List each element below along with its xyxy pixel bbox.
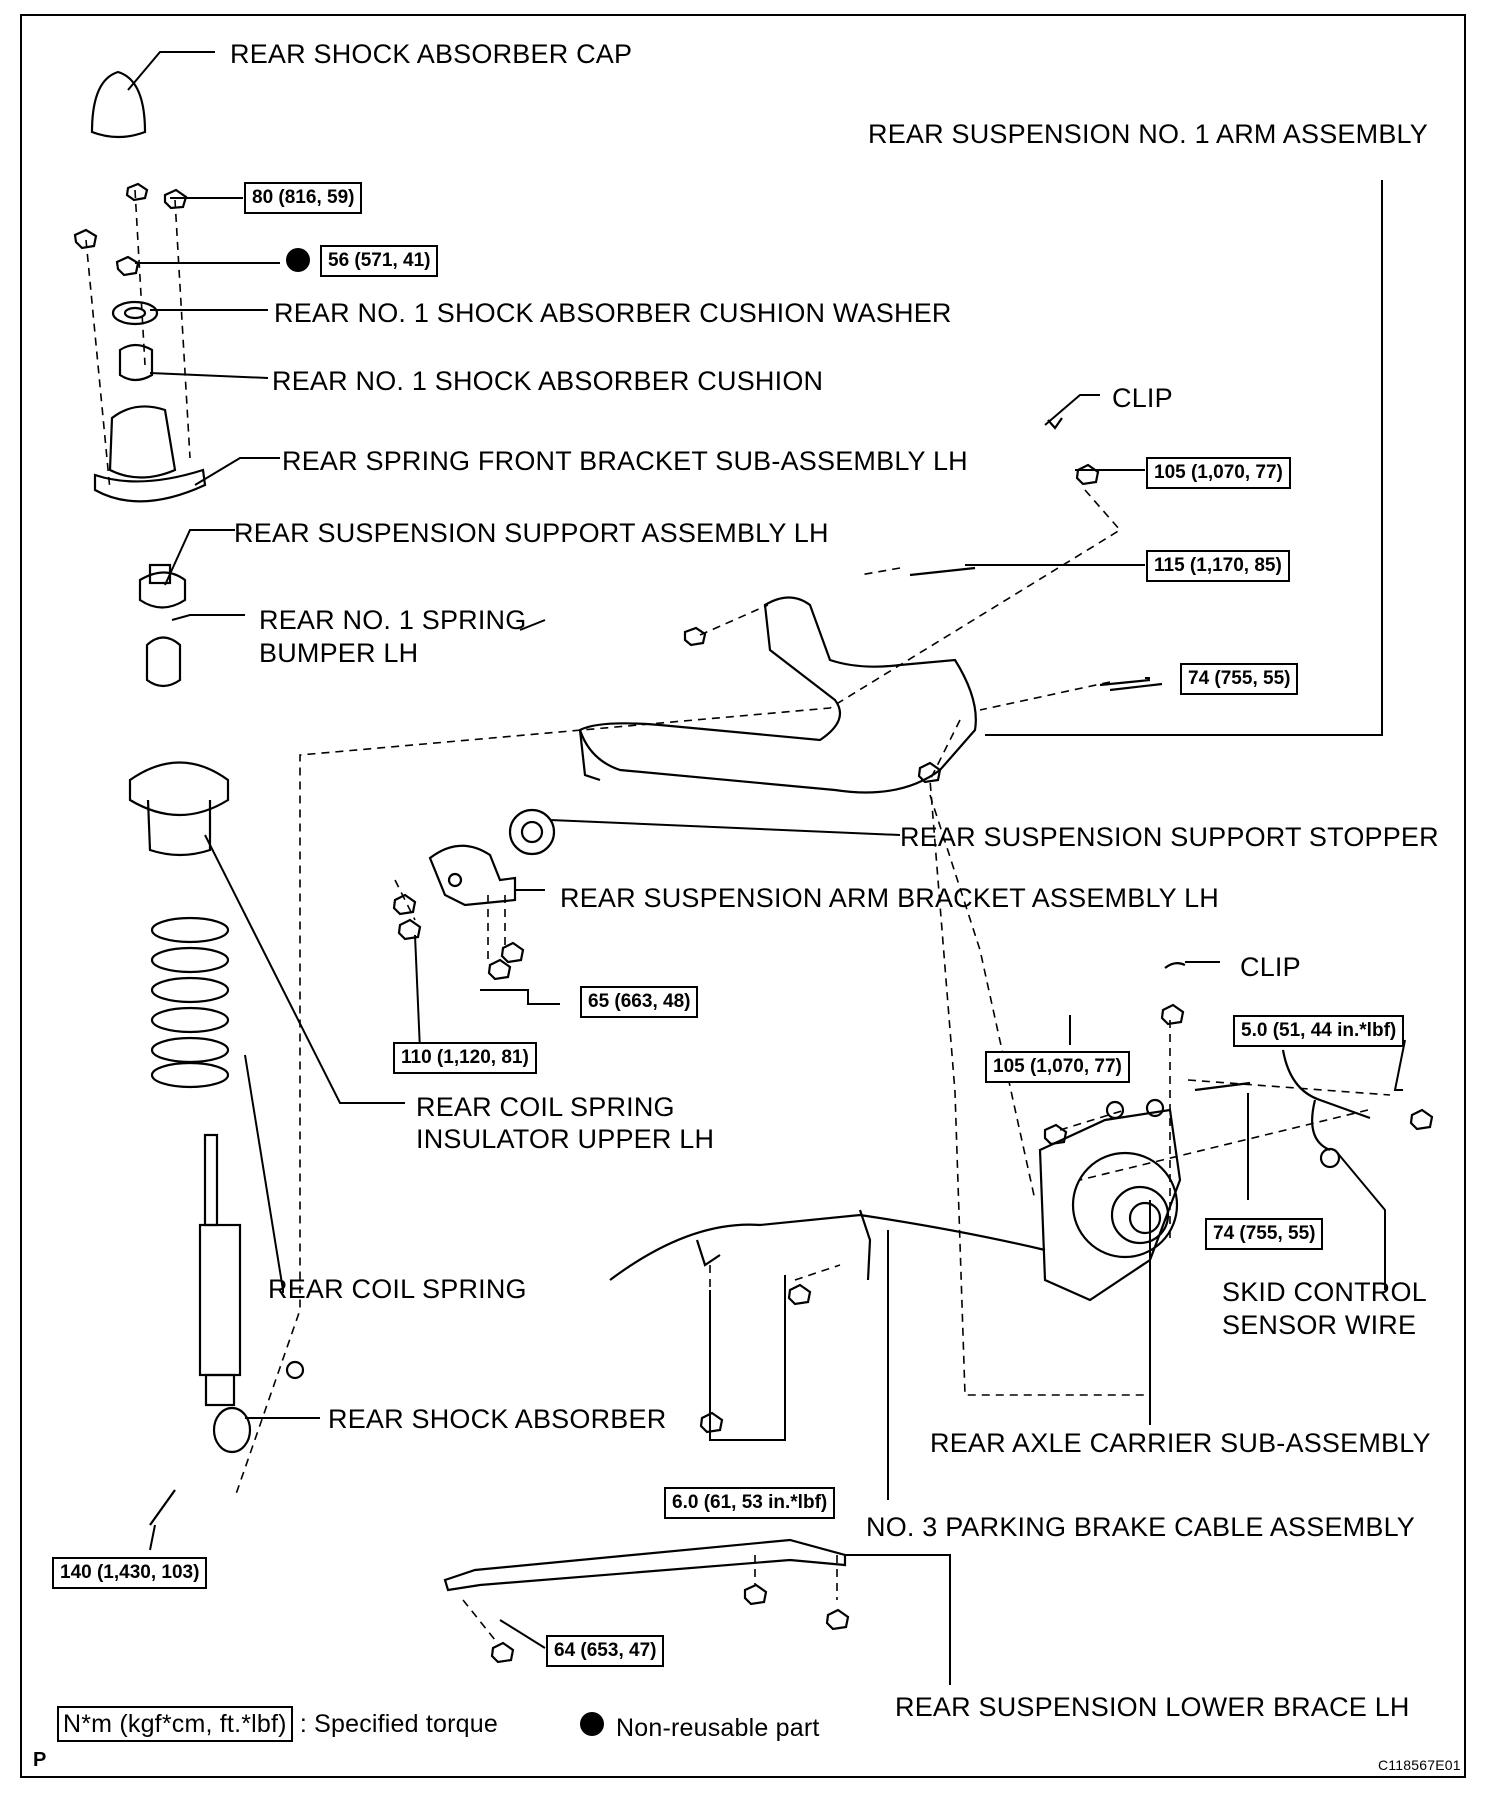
label-insulator-line1: REAR COIL SPRING [416,1092,675,1122]
label-spring-bumper-line1: REAR NO. 1 SPRING [259,605,527,635]
label-cushion-washer: REAR NO. 1 SHOCK ABSORBER CUSHION WASHER [274,298,952,328]
legend-non-reusable-text: Non-reusable part [616,1714,820,1742]
torque-110: 110 (1,120, 81) [393,1042,537,1074]
dashed-lines [85,189,1391,1641]
parts [73,70,1434,1664]
label-skid-line1: SKID CONTROL [1222,1277,1427,1307]
label-lower-brace: REAR SUSPENSION LOWER BRACE LH [895,1692,1410,1722]
torque-140: 140 (1,430, 103) [52,1557,208,1589]
label-arm-bracket: REAR SUSPENSION ARM BRACKET ASSEMBLY LH [560,883,1220,913]
label-insulator-line2: INSULATOR UPPER LH [416,1124,715,1154]
coil-spring-shape [150,916,230,1089]
label-spring-bumper-line2: BUMPER LH [259,638,419,668]
label-axle-carrier: REAR AXLE CARRIER SUB-ASSEMBLY [930,1428,1431,1458]
torque-5-0: 5.0 (51, 44 in.*lbf) [1233,1015,1405,1047]
legend-non-reusable-dot-icon [580,1712,604,1736]
figure-id: C118567E01 [1378,1757,1461,1773]
label-rear-shock-absorber-cap: REAR SHOCK ABSORBER CAP [230,39,633,69]
label-rear-coil-spring: REAR COIL SPRING [268,1274,527,1304]
torque-65: 65 (663, 48) [580,986,699,1018]
label-support-assembly: REAR SUSPENSION SUPPORT ASSEMBLY LH [234,518,829,548]
leader-lines [127,51,1406,1685]
label-rear-suspension-no1-arm: REAR SUSPENSION NO. 1 ARM ASSEMBLY [868,119,1428,149]
label-front-bracket: REAR SPRING FRONT BRACKET SUB-ASSEMBLY L… [282,446,968,476]
non-reusable-dot-icon [286,248,310,272]
legend-torque-box: N*m (kgf*cm, ft.*lbf) [57,1706,293,1742]
torque-64: 64 (653, 47) [546,1635,665,1667]
corner-letter: P [33,1749,47,1771]
diagram-frame [20,14,1466,1778]
torque-105-lower: 105 (1,070, 77) [985,1051,1130,1083]
torque-105-upper: 105 (1,070, 77) [1146,457,1291,489]
legend-torque-text: : Specified torque [299,1710,498,1738]
torque-115: 115 (1,170, 85) [1146,550,1290,582]
label-clip-top: CLIP [1112,383,1173,413]
torque-6-0: 6.0 (61, 53 in.*lbf) [664,1487,836,1519]
label-skid-line2: SENSOR WIRE [1222,1310,1417,1340]
torque-56: 56 (571, 41) [320,245,439,277]
torque-74-upper: 74 (755, 55) [1180,663,1299,695]
torque-80: 80 (816, 59) [244,182,363,214]
legend-torque: N*m (kgf*cm, ft.*lbf) : Specified torque [57,1706,498,1742]
label-rear-shock-absorber: REAR SHOCK ABSORBER [328,1404,667,1434]
label-support-stopper: REAR SUSPENSION SUPPORT STOPPER [900,822,1439,852]
label-cushion: REAR NO. 1 SHOCK ABSORBER CUSHION [272,366,824,396]
label-clip-mid: CLIP [1240,952,1301,982]
torque-74-lower: 74 (755, 55) [1205,1218,1324,1250]
label-parking-brake-cable: NO. 3 PARKING BRAKE CABLE ASSEMBLY [866,1512,1415,1542]
